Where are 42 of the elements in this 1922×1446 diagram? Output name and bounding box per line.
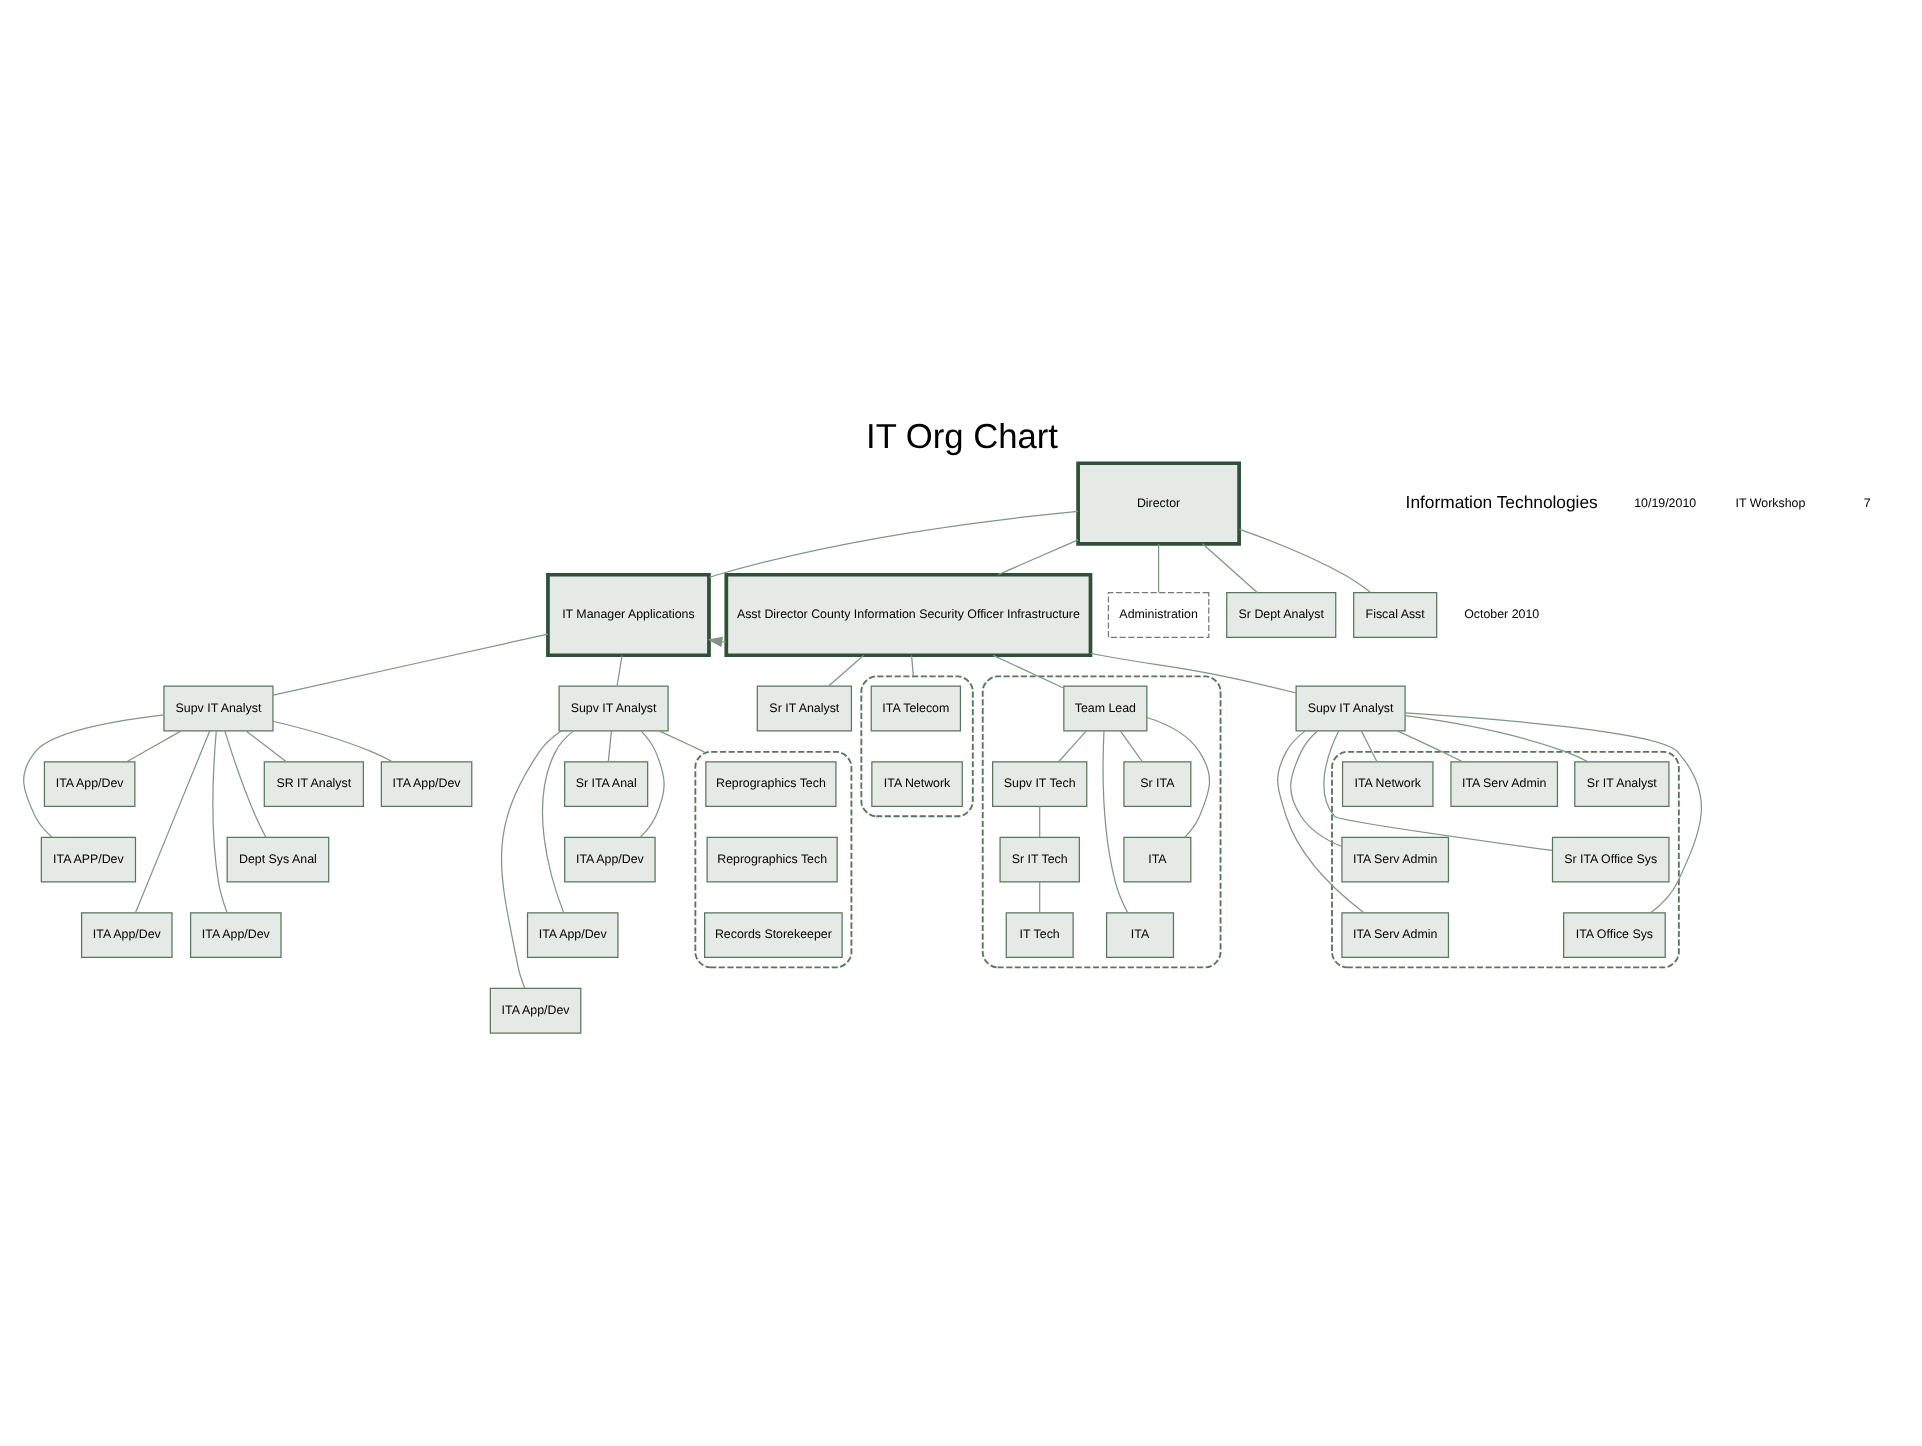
cluster bbox=[1330, 749, 1679, 968]
connector bbox=[1395, 729, 1462, 762]
connector bbox=[1322, 729, 1552, 851]
connector bbox=[1145, 715, 1210, 837]
arrow bbox=[706, 635, 726, 647]
connector bbox=[211, 729, 227, 913]
connector bbox=[638, 729, 664, 837]
connector bbox=[1157, 542, 1159, 593]
connector bbox=[540, 729, 574, 912]
diagram-title: IT Org Chart bbox=[865, 414, 1057, 455]
connector bbox=[827, 653, 864, 686]
connector bbox=[1038, 804, 1040, 837]
connector bbox=[125, 729, 181, 762]
cluster bbox=[693, 749, 852, 968]
connector bbox=[1276, 729, 1364, 913]
connector bbox=[1289, 729, 1342, 847]
label: Information Technologies bbox=[1404, 491, 1597, 512]
connector bbox=[1118, 729, 1142, 762]
cluster bbox=[859, 674, 973, 817]
cluster bbox=[980, 674, 1221, 968]
connector bbox=[606, 729, 612, 762]
connector bbox=[1403, 711, 1701, 913]
connector bbox=[615, 653, 622, 686]
connector bbox=[244, 729, 286, 762]
connector bbox=[499, 729, 561, 988]
connector bbox=[22, 713, 164, 837]
connector bbox=[1101, 729, 1128, 913]
connector bbox=[1200, 542, 1258, 593]
connector bbox=[1057, 729, 1086, 762]
connector bbox=[223, 729, 266, 837]
connector bbox=[1237, 527, 1370, 592]
connector bbox=[707, 509, 1078, 577]
connector bbox=[1038, 880, 1040, 913]
connector bbox=[1359, 729, 1377, 762]
connector bbox=[657, 729, 704, 752]
connector bbox=[133, 729, 210, 913]
connector bbox=[271, 719, 392, 762]
connector bbox=[909, 653, 913, 676]
connector bbox=[271, 632, 548, 695]
connector bbox=[996, 538, 1078, 575]
connector bbox=[1403, 714, 1588, 762]
connector bbox=[1089, 651, 1296, 693]
